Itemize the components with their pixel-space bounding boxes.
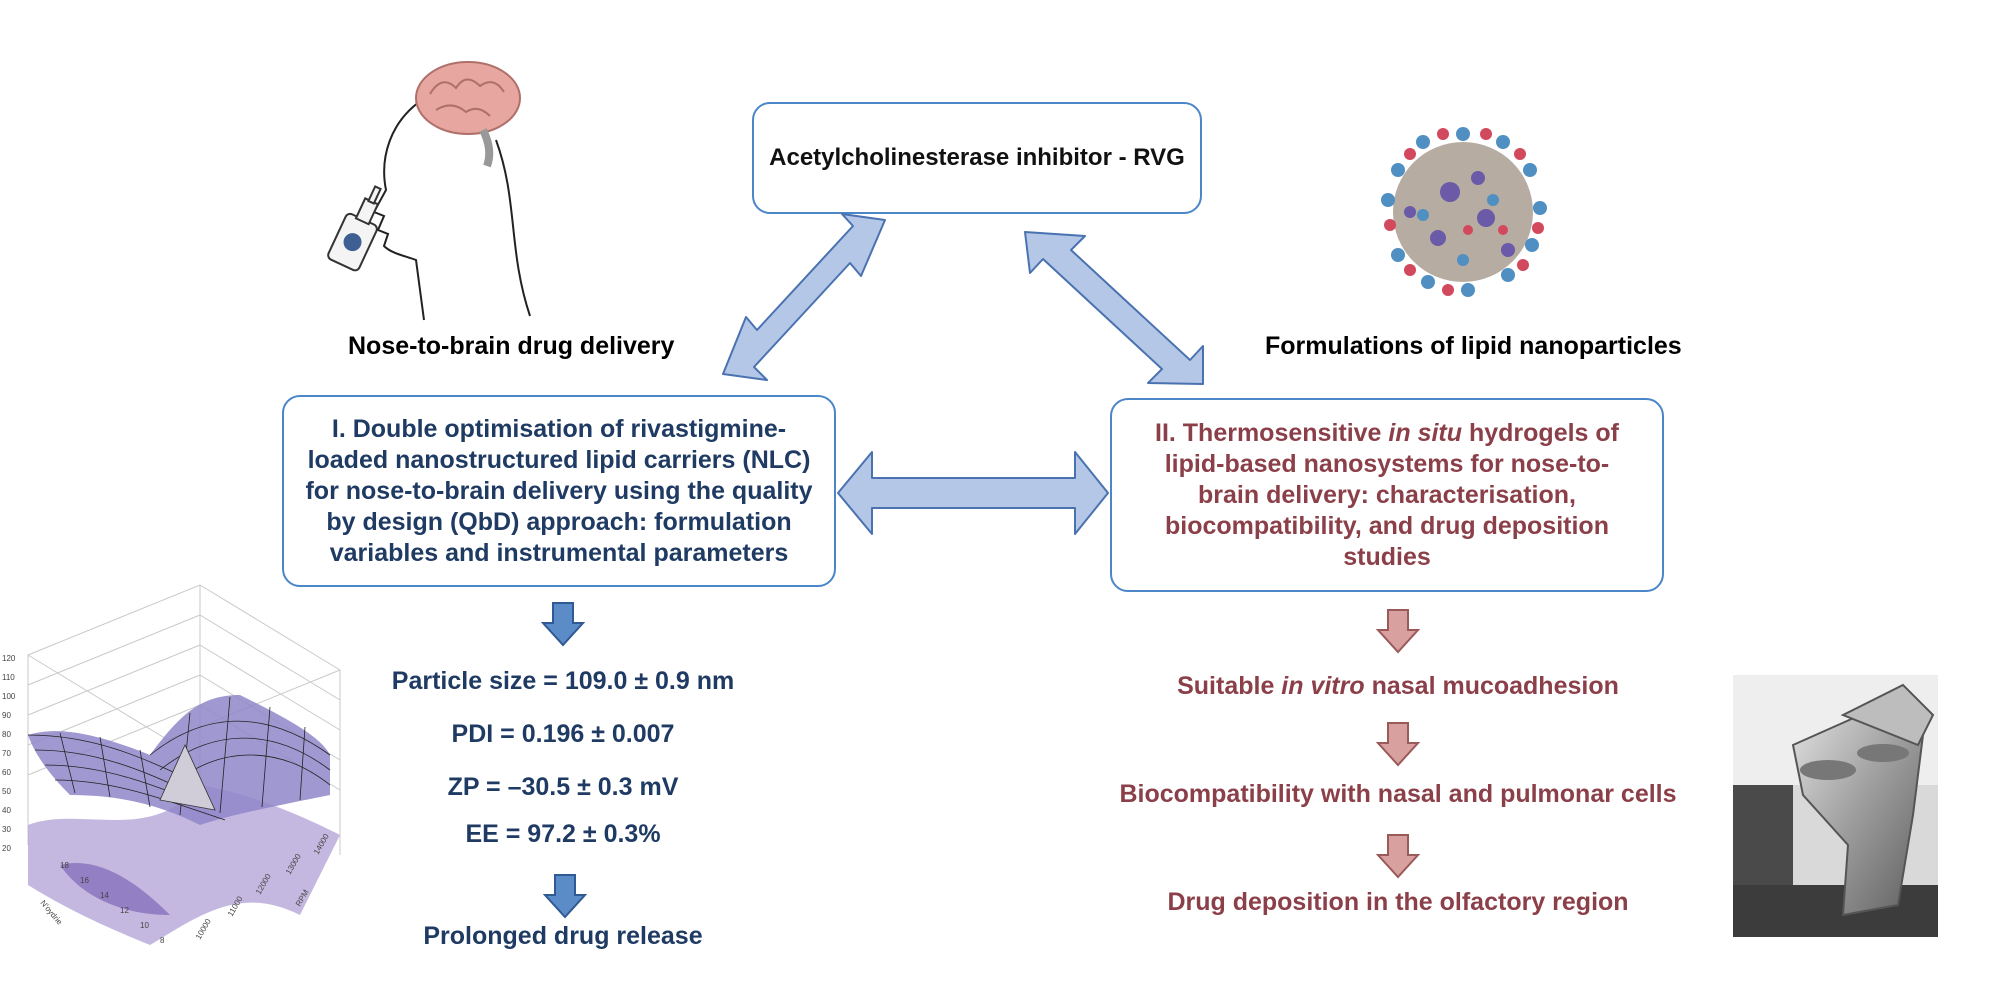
encapsulation-efficiency-result: EE = 97.2 ± 0.3% <box>465 820 661 848</box>
z-tick: 70 <box>2 749 11 758</box>
z-tick: 30 <box>2 825 11 834</box>
x-tick: 16 <box>80 876 89 885</box>
z-tick: 120 <box>2 654 16 663</box>
down-arrow-left-2 <box>542 874 588 919</box>
z-tick: 80 <box>2 730 11 739</box>
nose-to-brain-caption: Nose-to-brain drug delivery <box>348 332 675 360</box>
mucoadhesion-result: Suitable in vitro nasal mucoadhesion <box>1177 672 1619 700</box>
lipid-nanoparticle-illustration <box>1381 127 1547 297</box>
nlc-optimisation-study-box: I. Double optimisation of rivastigmine-l… <box>282 395 836 587</box>
hydrogel-study-box: II. Thermosensitive in situ hydrogels of… <box>1110 398 1664 592</box>
top-box-text: Acetylcholinesterase inhibitor - RVG <box>769 144 1185 171</box>
left-box-text: I. Double optimisation of rivastigmine-l… <box>305 414 813 567</box>
z-tick: 90 <box>2 711 11 720</box>
down-arrow-right-1 <box>1375 609 1421 654</box>
x-tick: 8 <box>160 936 165 945</box>
biocompatibility-result: Biocompatibility with nasal and pulmonar… <box>1119 780 1677 808</box>
deposition-result: Drug deposition in the olfactory region <box>1167 888 1629 916</box>
x-tick: 12 <box>120 906 129 915</box>
x-tick: 10 <box>140 921 149 930</box>
y-tick: 10000 <box>194 917 213 941</box>
zeta-potential-result: ZP = –30.5 ± 0.3 mV <box>447 773 679 801</box>
down-arrow-right-3 <box>1375 834 1421 879</box>
nasal-cast-device-photo <box>1733 675 1938 937</box>
particle-size-result: Particle size = 109.0 ± 0.9 nm <box>391 667 735 695</box>
lipid-nanoparticles-caption: Formulations of lipid nanoparticles <box>1265 332 1682 360</box>
x-tick: 18 <box>60 861 69 870</box>
prolonged-release-result: Prolonged drug release <box>423 922 703 950</box>
z-tick: 100 <box>2 692 16 701</box>
acetylcholinesterase-inhibitor-box: Acetylcholinesterase inhibitor - RVG <box>752 102 1202 214</box>
nose-to-brain-illustration <box>327 61 531 321</box>
down-arrow-left-1 <box>540 602 586 647</box>
z-tick: 50 <box>2 787 11 796</box>
z-tick: 60 <box>2 768 11 777</box>
down-arrow-right-2 <box>1375 722 1421 767</box>
z-tick: 40 <box>2 806 11 815</box>
z-tick: 110 <box>2 673 15 682</box>
z-tick: 20 <box>2 844 11 853</box>
x-tick: 14 <box>100 891 109 900</box>
response-surface-plot: 120 110 100 90 80 70 60 50 40 30 20 N'oy… <box>2 584 342 945</box>
pdi-result: PDI = 0.196 ± 0.007 <box>451 720 675 748</box>
right-box-text: II. Thermosensitive in situ hydrogels of… <box>1155 418 1619 571</box>
